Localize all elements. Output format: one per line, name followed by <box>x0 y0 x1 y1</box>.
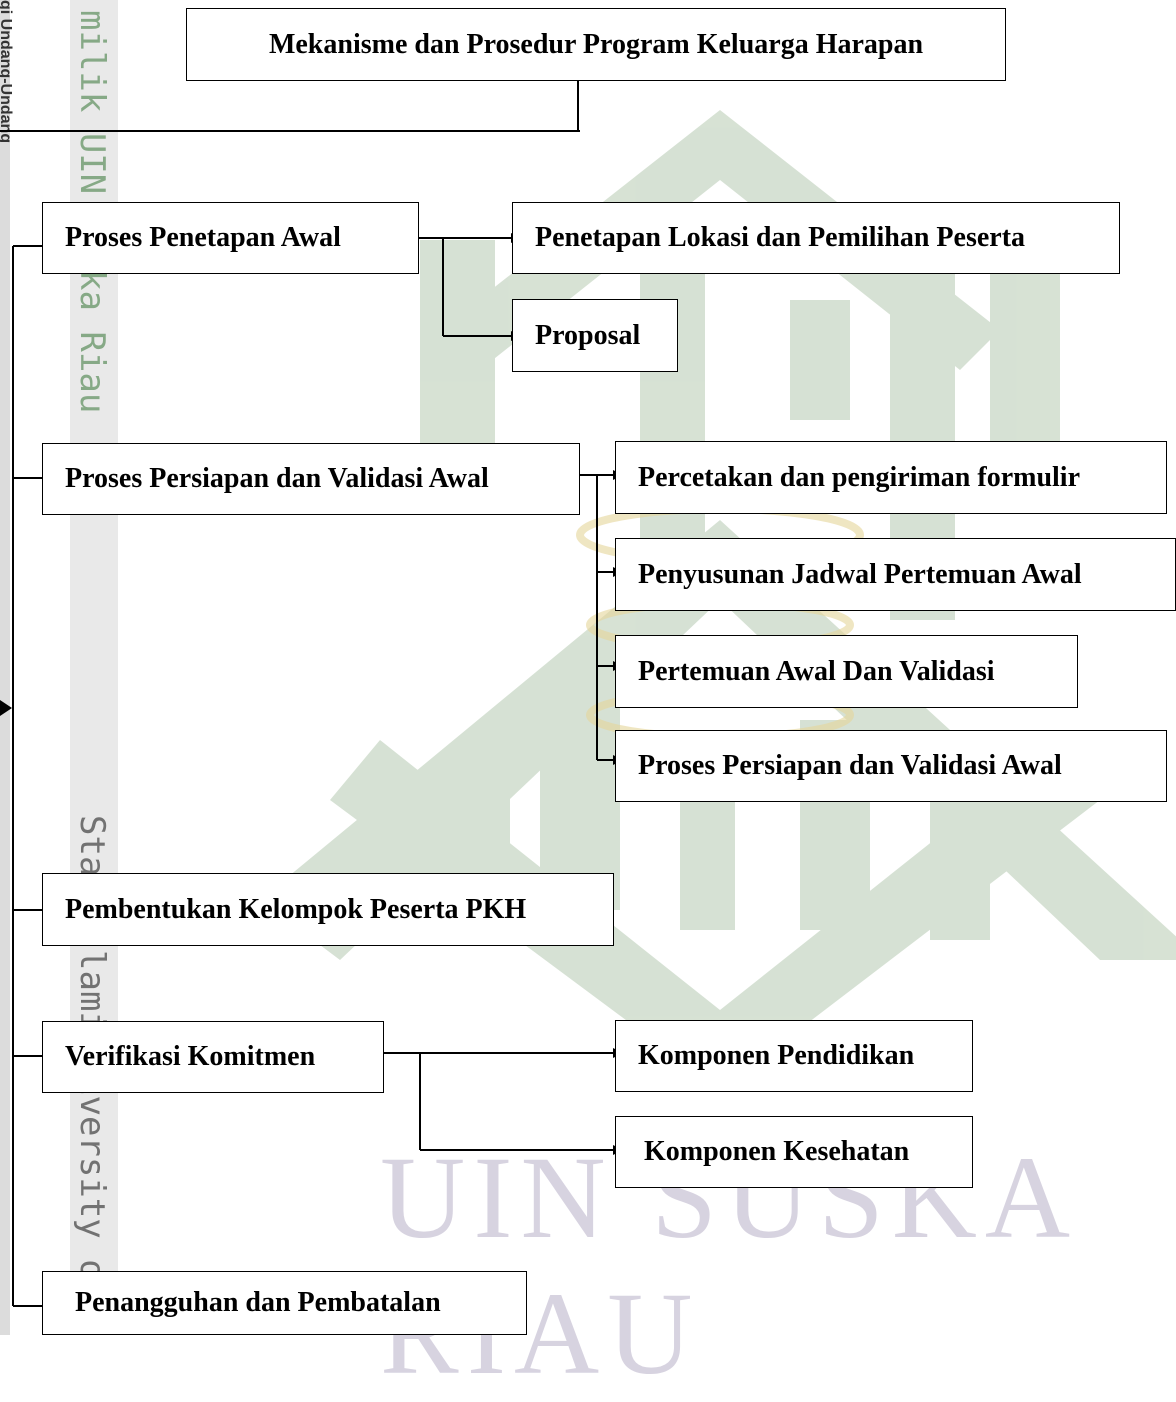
stage-penetapan-awal: Proses Penetapan Awal <box>42 202 419 274</box>
stage-pembentukan-kelompok: Pembentukan Kelompok Peserta PKH <box>42 873 614 946</box>
stage-penangguhan-pembatalan: Penangguhan dan Pembatalan <box>42 1271 527 1335</box>
substep-percetakan-formulir: Percetakan dan pengiriman formulir <box>615 441 1167 514</box>
watermark-side-text-middle: ka Riau <box>72 270 112 414</box>
stage-persiapan-validasi: Proses Persiapan dan Validasi Awal <box>42 443 580 515</box>
substep-penyusunan-jadwal: Penyusunan Jadwal Pertemuan Awal <box>615 538 1176 611</box>
watermark-side-text-top: milik UIN S <box>72 10 112 236</box>
watermark-side-text-bottom-2: lami <box>72 950 112 1032</box>
substep-komponen-kesehatan: Komponen Kesehatan <box>615 1116 973 1188</box>
watermark-side-text-bottom-3: iversity of <box>72 1075 112 1301</box>
substep-proses-persiapan: Proses Persiapan dan Validasi Awal <box>615 730 1167 802</box>
substep-komponen-pendidikan: Komponen Pendidikan <box>615 1020 973 1092</box>
edge-text: gi Undang-Undang <box>0 0 14 144</box>
connector-lines <box>0 80 623 1307</box>
substep-pertemuan-awal: Pertemuan Awal Dan Validasi <box>615 635 1078 708</box>
title-box: Mekanisme dan Prosedur Program Keluarga … <box>186 8 1006 81</box>
substep-penetapan-lokasi: Penetapan Lokasi dan Pemilihan Peserta <box>512 202 1120 274</box>
stage-verifikasi-komitmen: Verifikasi Komitmen <box>42 1021 384 1093</box>
watermark-side-text-bottom-1: Sta <box>72 815 112 877</box>
substep-proposal: Proposal <box>512 299 678 372</box>
left-edge-strip <box>0 0 10 1335</box>
